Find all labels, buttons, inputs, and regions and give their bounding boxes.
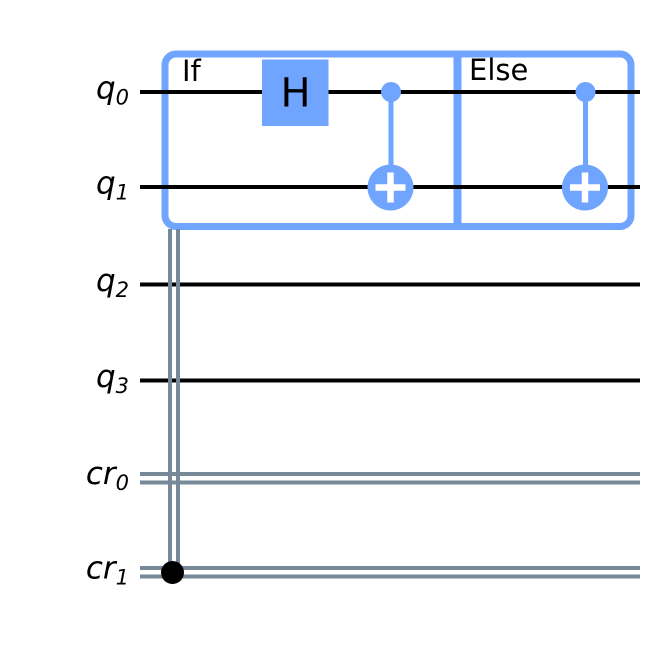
wire-label-q3-base: q (96, 359, 116, 395)
hadamard-gate: H (262, 59, 329, 126)
wire-label-q2-sub: 2 (116, 278, 129, 302)
wire-label-cr0: cr0 (86, 456, 129, 495)
classical-wire-cr1 (140, 566, 640, 579)
wire-label-q3: q3 (96, 359, 129, 398)
wire-label-q1: q1 (96, 166, 129, 205)
wire-label-cr1-base: cr (86, 551, 118, 587)
cnot-else-control-dot (575, 82, 596, 102)
if-region-label: If (182, 54, 202, 88)
wire-label-cr0-sub: 0 (116, 471, 129, 495)
else-region-label: Else (469, 53, 528, 87)
if-else-block-border (161, 50, 635, 230)
wire-label-cr1-sub: 1 (116, 566, 129, 590)
wire-label-q2: q2 (96, 263, 129, 302)
hadamard-gate-box (262, 59, 329, 126)
wire-label-q3-sub: 3 (116, 374, 129, 398)
cnot-gate-else (562, 82, 608, 211)
wire-label-q0-base: q (96, 71, 116, 107)
wire-label-q2-base: q (96, 263, 116, 299)
classical-wire-cr0 (140, 472, 640, 485)
wire-label-q1-sub: 1 (116, 181, 129, 205)
wire-label-q1-base: q (96, 166, 116, 202)
wire-label-q0: q0 (96, 71, 129, 110)
condition-line (168, 229, 180, 573)
cnot-gate-if (367, 82, 414, 211)
cnot-if-control-dot (381, 82, 401, 102)
wire-label-cr0-base: cr (86, 456, 118, 492)
wire-label-cr1: cr1 (86, 551, 129, 590)
hadamard-gate-label: H (280, 71, 310, 117)
wire-label-q0-sub: 0 (116, 86, 129, 110)
condition-dot (161, 561, 184, 584)
